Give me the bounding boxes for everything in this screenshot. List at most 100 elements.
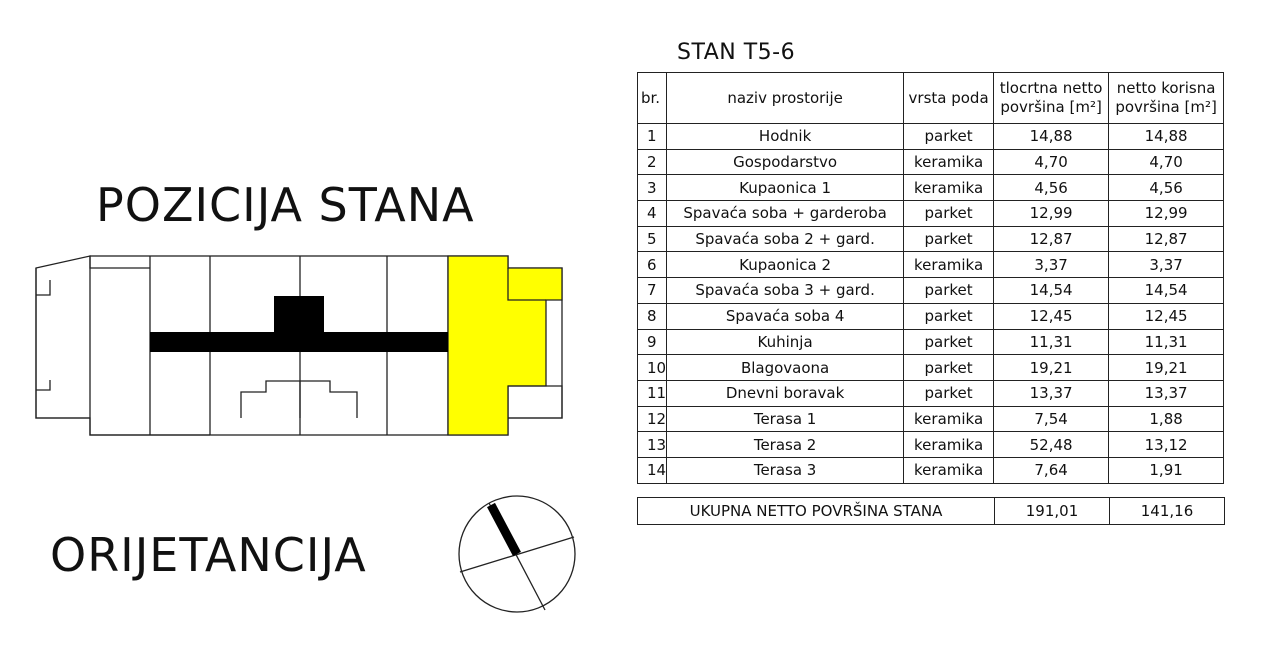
row-no: 13 bbox=[636, 431, 668, 458]
row-gross-area: 13,37 bbox=[993, 379, 1110, 407]
row-floor-type: keramika bbox=[903, 174, 995, 202]
row-floor-type: keramika bbox=[903, 148, 995, 176]
row-floor-type: keramika bbox=[903, 431, 995, 458]
row-floor-type: parket bbox=[903, 302, 995, 330]
row-gross-area: 3,37 bbox=[993, 251, 1110, 279]
row-net-area: 13,37 bbox=[1108, 379, 1225, 407]
row-net-area: 12,45 bbox=[1108, 302, 1225, 330]
apartment-title: STAN T5-6 bbox=[677, 40, 796, 65]
row-no: 1 bbox=[636, 123, 668, 150]
row-net-area: 1,88 bbox=[1108, 405, 1225, 433]
row-gross-area: 4,56 bbox=[993, 174, 1110, 202]
row-gross-area: 19,21 bbox=[993, 354, 1110, 381]
row-room-name: Spavaća soba 2 + gard. bbox=[666, 225, 905, 253]
row-no: 12 bbox=[636, 405, 668, 433]
row-gross-area: 12,45 bbox=[993, 302, 1110, 330]
row-no: 6 bbox=[636, 251, 668, 279]
row-gross-area: 52,48 bbox=[993, 431, 1110, 458]
row-no: 8 bbox=[636, 302, 668, 330]
row-floor-type: parket bbox=[903, 328, 995, 356]
row-no: 11 bbox=[636, 379, 668, 407]
row-no: 10 bbox=[636, 354, 668, 381]
row-room-name: Blagovaona bbox=[666, 354, 905, 381]
row-net-area: 13,12 bbox=[1108, 431, 1225, 458]
row-room-name: Spavaća soba + garderoba bbox=[666, 200, 905, 227]
plan-balcony bbox=[240, 380, 358, 418]
row-no: 14 bbox=[636, 456, 668, 484]
header-room-name: naziv prostorije bbox=[666, 72, 905, 124]
row-no: 3 bbox=[636, 174, 668, 202]
row-room-name: Kuhinja bbox=[666, 328, 905, 356]
row-floor-type: keramika bbox=[903, 251, 995, 279]
header-no: br. bbox=[636, 72, 668, 124]
row-net-area: 12,87 bbox=[1108, 225, 1225, 253]
row-room-name: Terasa 3 bbox=[666, 456, 905, 484]
row-gross-area: 11,31 bbox=[993, 328, 1110, 356]
row-room-name: Dnevni boravak bbox=[666, 379, 905, 407]
row-room-name: Hodnik bbox=[666, 123, 905, 150]
row-gross-area: 14,88 bbox=[993, 123, 1110, 150]
row-gross-area: 4,70 bbox=[993, 148, 1110, 176]
stair-core bbox=[274, 296, 324, 336]
header-net-area: netto korisna površina [m²] bbox=[1108, 72, 1225, 124]
row-net-area: 14,54 bbox=[1108, 277, 1225, 304]
row-room-name: Kupaonica 1 bbox=[666, 174, 905, 202]
row-no: 4 bbox=[636, 200, 668, 227]
row-room-name: Spavaća soba 3 + gard. bbox=[666, 277, 905, 304]
row-room-name: Terasa 1 bbox=[666, 405, 905, 433]
row-no: 9 bbox=[636, 328, 668, 356]
row-floor-type: parket bbox=[903, 354, 995, 381]
row-room-name: Kupaonica 2 bbox=[666, 251, 905, 279]
rooms-table: br. naziv prostorije vrsta poda tlocrtna… bbox=[636, 72, 1225, 484]
total-table: UKUPNA NETTO POVRŠINA STANA 191,01 141,1… bbox=[637, 497, 1225, 525]
plan-left-wing bbox=[36, 280, 51, 391]
row-no: 2 bbox=[636, 148, 668, 176]
total-net: 141,16 bbox=[1109, 497, 1225, 525]
header-gross-area: tlocrtna netto površina [m²] bbox=[993, 72, 1110, 124]
total-gross: 191,01 bbox=[994, 497, 1110, 525]
row-net-area: 3,37 bbox=[1108, 251, 1225, 279]
row-floor-type: parket bbox=[903, 200, 995, 227]
row-net-area: 11,31 bbox=[1108, 328, 1225, 356]
row-gross-area: 7,64 bbox=[993, 456, 1110, 484]
position-heading: POZICIJA STANA bbox=[96, 178, 475, 232]
total-row: UKUPNA NETTO POVRŠINA STANA 191,01 141,1… bbox=[637, 497, 1225, 525]
floor-plan bbox=[35, 255, 563, 436]
row-no: 5 bbox=[636, 225, 668, 253]
row-floor-type: parket bbox=[903, 277, 995, 304]
row-floor-type: parket bbox=[903, 123, 995, 150]
row-no: 7 bbox=[636, 277, 668, 304]
row-net-area: 12,99 bbox=[1108, 200, 1225, 227]
row-net-area: 19,21 bbox=[1108, 354, 1225, 381]
row-gross-area: 12,99 bbox=[993, 200, 1110, 227]
row-net-area: 14,88 bbox=[1108, 123, 1225, 150]
row-floor-type: keramika bbox=[903, 405, 995, 433]
row-floor-type: parket bbox=[903, 379, 995, 407]
plan-wall-left bbox=[35, 268, 90, 419]
row-room-name: Spavaća soba 4 bbox=[666, 302, 905, 330]
highlighted-apartment-outline bbox=[507, 268, 563, 419]
row-net-area: 1,91 bbox=[1108, 456, 1225, 484]
row-floor-type: keramika bbox=[903, 456, 995, 484]
orientation-heading: ORIJETANCIJA bbox=[50, 528, 367, 582]
highlighted-apartment bbox=[447, 255, 563, 436]
row-net-area: 4,56 bbox=[1108, 174, 1225, 202]
header-floor-type: vrsta poda bbox=[903, 72, 995, 124]
row-room-name: Terasa 2 bbox=[666, 431, 905, 458]
row-gross-area: 14,54 bbox=[993, 277, 1110, 304]
row-gross-area: 7,54 bbox=[993, 405, 1110, 433]
